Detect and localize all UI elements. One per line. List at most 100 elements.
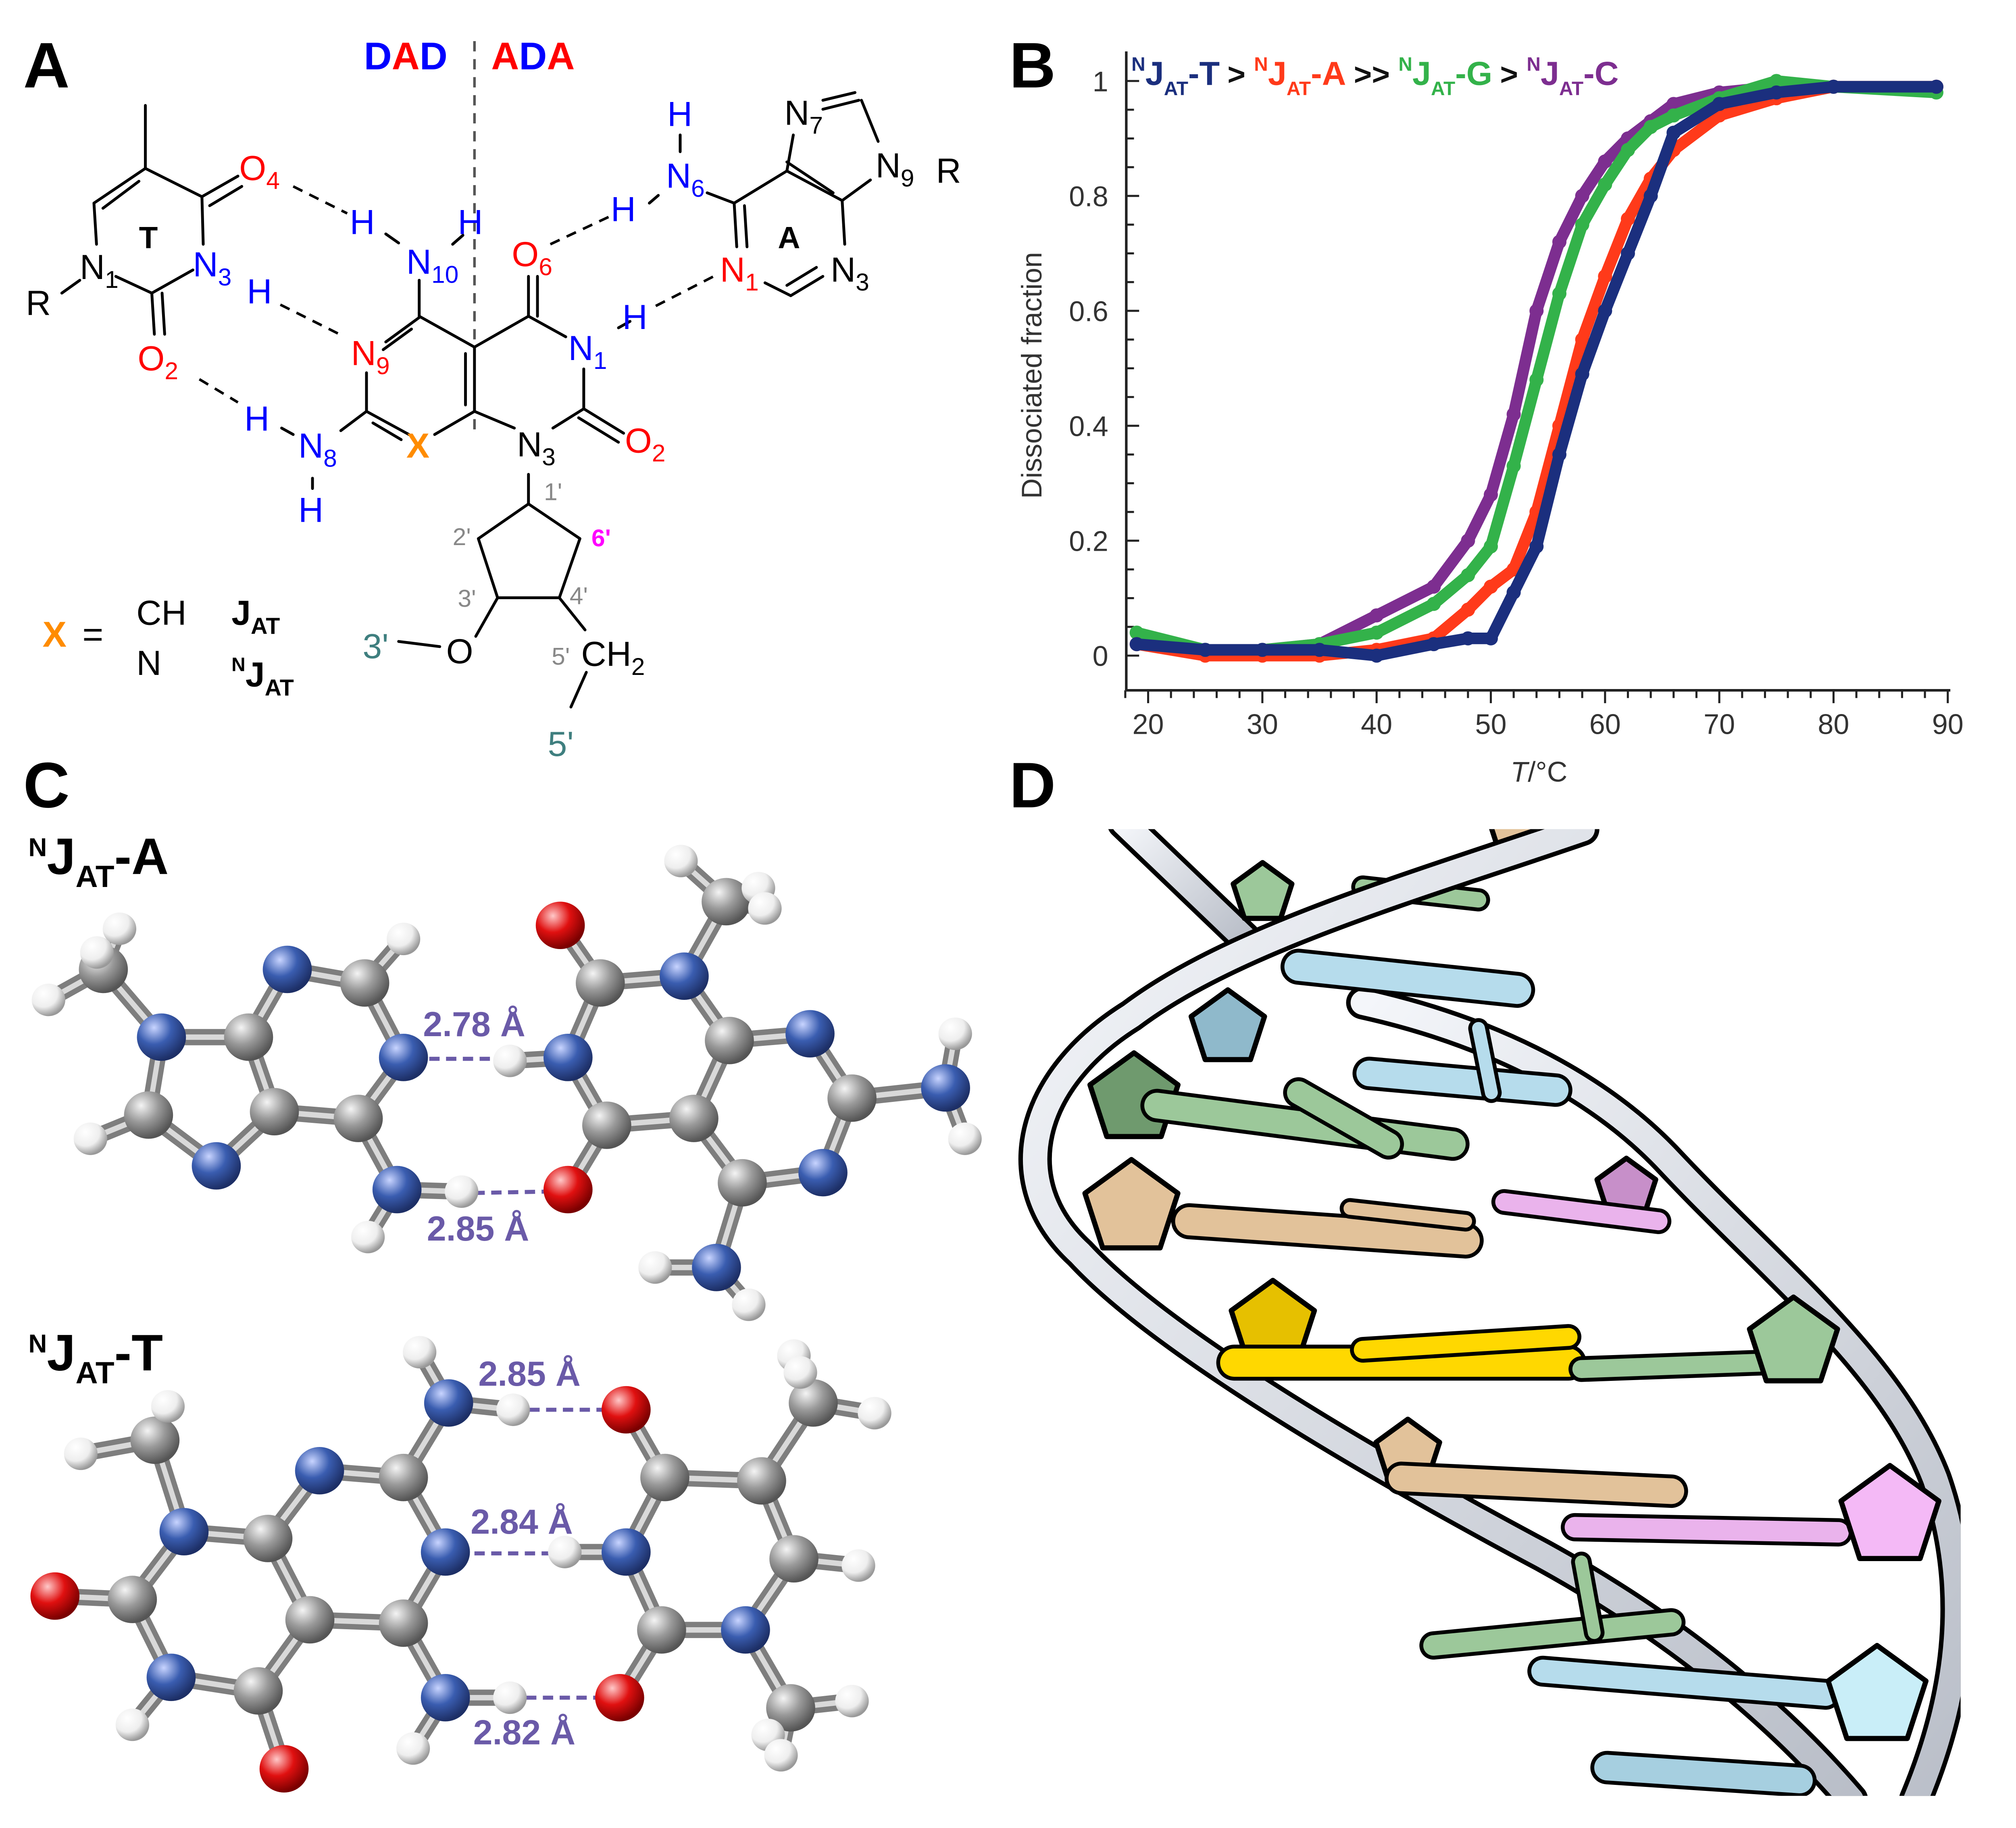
hydrogen-bond-dash: [292, 185, 348, 215]
hydrogen-bond-dash: [279, 303, 346, 338]
data-point-njat-c: [1483, 487, 1498, 502]
hydrogen-atom: [493, 1044, 527, 1077]
sugar-green: [1747, 1294, 1840, 1384]
carbon-atom: [705, 1017, 754, 1064]
center-h-n8-a: H: [244, 400, 269, 438]
nitrogen-atom: [262, 945, 312, 993]
backbone-strand-back-top: [1113, 829, 1257, 951]
hydrogen-atom: [387, 922, 421, 956]
hydrogen-atom: [64, 1437, 98, 1470]
x-tick-label: 90: [1932, 709, 1964, 740]
x-legend-jat: JAT: [231, 594, 280, 639]
x-tick-label: 70: [1704, 709, 1735, 740]
bond-line: [371, 421, 403, 441]
base-blue: [1356, 1060, 1569, 1103]
legend-main: J: [1145, 54, 1164, 92]
bond-line: [860, 99, 880, 143]
data-point-njat-t: [1643, 189, 1658, 203]
legend-suffix: -G: [1455, 54, 1492, 92]
data-point-njat-a: [1620, 212, 1635, 226]
nitrogen-atom: [159, 1508, 209, 1555]
hydrogen-atom: [638, 1251, 672, 1284]
data-point-njat-a: [1575, 332, 1589, 347]
bond-line: [101, 180, 141, 210]
x-legend-equals: =: [82, 614, 103, 654]
dad-label: DAD: [364, 35, 448, 78]
data-point-njat-g: [1598, 177, 1612, 192]
hydrogen-bond-dash: [474, 1189, 546, 1195]
hydrogen-atom: [841, 1549, 875, 1582]
nitrogen-atom: [798, 1149, 848, 1197]
chemical-bonds: [60, 91, 880, 709]
legend-sup: N: [1254, 54, 1268, 75]
bond-line: [200, 195, 205, 246]
center-x: X: [406, 427, 429, 465]
y-tick-label: 0.2: [1069, 526, 1108, 557]
nitrogen-atom: [379, 1034, 428, 1081]
data-point-njat-g: [1620, 143, 1635, 157]
data-point-njat-a: [1598, 269, 1612, 283]
ada-letter: A: [547, 35, 575, 78]
adenine-h-n6-b: H: [611, 190, 636, 229]
nitrogen-atom: [692, 1243, 741, 1291]
x-tick-label: 50: [1475, 709, 1506, 740]
data-point-njat-c: [1598, 154, 1612, 169]
hydrogen-bond-dash: [655, 275, 714, 307]
hydrogen-atom: [496, 1393, 530, 1426]
bond-line: [551, 407, 585, 430]
bond-line: [527, 314, 567, 338]
bonds: [41, 853, 973, 1777]
nitrogen-atom: [660, 952, 709, 1000]
nitrogen-atom: [421, 1674, 470, 1722]
x-tick-label: 30: [1247, 709, 1278, 740]
carbon-atom: [737, 1457, 786, 1505]
adenine-r: R: [936, 152, 961, 190]
data-point-njat-t: [1483, 631, 1498, 645]
carbon-atom: [285, 1596, 335, 1644]
x-legend-njat: NJAT: [231, 654, 294, 701]
hydrogen-atom: [858, 1397, 891, 1430]
sugar-pos-5: 5': [552, 642, 570, 670]
oxygen-atom: [602, 1386, 651, 1434]
carbon-atom: [789, 1379, 838, 1427]
nitrogen-atom: [137, 1013, 186, 1061]
nitrogen-atom: [721, 1606, 770, 1654]
sugar-o: O: [446, 632, 473, 671]
distance-njat-t-2: 2.84 Å: [471, 1503, 573, 1541]
bond-line: [821, 91, 857, 102]
carbon-atom: [130, 1416, 180, 1464]
hydrogen-atom: [732, 1288, 766, 1321]
sugar-blue: [1825, 1643, 1929, 1741]
center-n9: N9: [351, 334, 390, 379]
data-point-njat-t: [1461, 631, 1475, 645]
bond-line: [841, 178, 872, 202]
data-point-njat-t: [1312, 643, 1327, 657]
x-tick-label: 80: [1818, 709, 1849, 740]
data-point-njat-g: [1369, 625, 1384, 640]
hydrogen-atom: [445, 1175, 479, 1208]
dad-letter: D: [364, 35, 392, 78]
bond-line: [418, 314, 476, 349]
ada-letter: A: [491, 35, 519, 78]
nitrogen-atom: [785, 1010, 835, 1058]
dad-letter: A: [392, 35, 420, 78]
sugar-blue: [1188, 987, 1267, 1062]
x-legend-n: N: [136, 644, 161, 683]
hydrogen-atom: [664, 845, 698, 877]
adenine-h-n6-a: H: [667, 95, 692, 133]
hydrogen-atom: [115, 1708, 149, 1741]
bond-line: [200, 175, 240, 198]
base-blue: [1531, 1659, 1837, 1706]
carbon-atom: [379, 1453, 428, 1501]
bond-line: [582, 407, 625, 435]
bond-line: [365, 410, 410, 436]
bond-line: [114, 275, 153, 295]
hydrogen-atom: [151, 1390, 185, 1423]
bond-line: [451, 233, 464, 246]
link-3prime: 3': [362, 627, 388, 666]
bond-line: [150, 291, 156, 336]
bond-line: [433, 410, 476, 436]
x-axis-label: T/°C: [1510, 756, 1567, 788]
distance-njat-a-1: 2.78 Å: [423, 1005, 525, 1044]
